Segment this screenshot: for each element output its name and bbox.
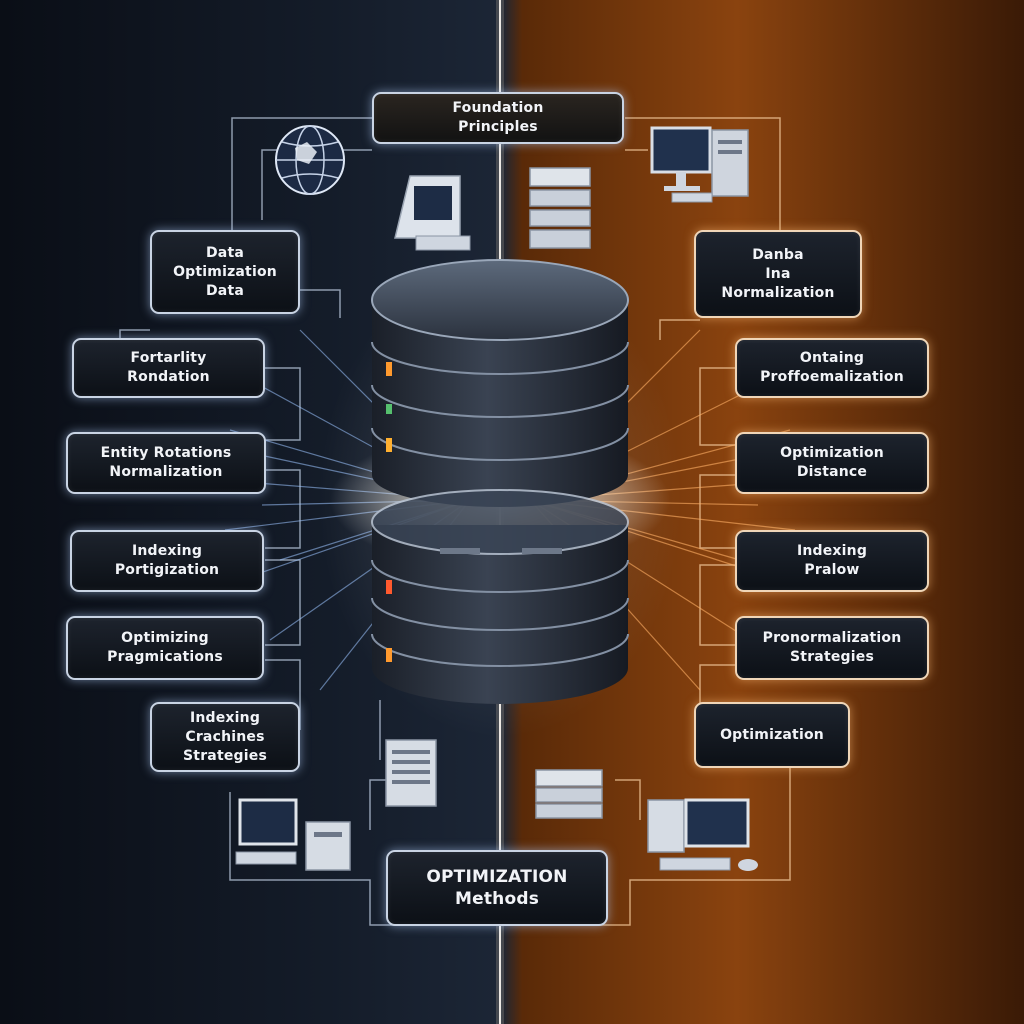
box-line: Principles [458, 119, 538, 135]
box-line: Pragmications [107, 649, 223, 665]
database-cylinder-icon [330, 259, 670, 704]
box-line: Methods [454, 889, 540, 909]
right-box-indexing: Indexing Pralow [735, 530, 929, 592]
box-line: Indexing [796, 543, 868, 559]
box-line: Indexing [189, 709, 261, 726]
right-box-danba: Danba Ina Normalization [694, 230, 862, 318]
box-line: Ontaing [799, 350, 865, 366]
server-stack-icon [529, 167, 591, 249]
left-box-data-optimization: Data Optimization Data [150, 230, 300, 314]
box-line: Normalization [109, 464, 223, 480]
computer-icon [647, 798, 758, 871]
box-line: Data [205, 244, 244, 261]
left-box-caching-strategies: Indexing Crachines Strategies [150, 702, 300, 772]
box-line: Data [205, 282, 244, 299]
box-line: Optimization [780, 445, 884, 461]
server-stack-icon [535, 769, 603, 819]
right-box-ontaing: Ontaing Proffoemalization [735, 338, 929, 398]
box-line: Pronormalization [762, 630, 902, 646]
tower-server-icon [385, 739, 437, 807]
box-line: Foundation [452, 100, 544, 116]
computer-icon [235, 798, 351, 871]
box-line: Fortarlity [130, 350, 207, 366]
box-line: Ina [765, 265, 791, 282]
box-line: Crachines [185, 728, 265, 745]
box-line: Portigization [114, 562, 220, 578]
right-box-optimization-distance: Optimization Distance [735, 432, 929, 494]
foundation-principles-box: Foundation Principles [372, 92, 624, 144]
box-line: Optimizing [121, 630, 209, 646]
box-line: Proffoemalization [760, 369, 904, 385]
computer-icon [394, 175, 471, 251]
optimization-methods-box: OPTIMIZATION Methods [386, 850, 608, 926]
box-line: Entity Rotations [100, 445, 232, 461]
box-line: Strategies [790, 649, 874, 665]
box-line: Pralow [804, 562, 860, 578]
box-line: Danba [752, 246, 804, 263]
box-line: Optimization [720, 726, 824, 743]
left-box-optimizing: Optimizing Pragmications [66, 616, 264, 680]
left-box-indexing: Indexing Portigization [70, 530, 264, 592]
box-line: Rondation [127, 369, 210, 385]
box-line: Optimization [173, 263, 277, 280]
right-box-optimization: Optimization [694, 702, 850, 768]
box-line: OPTIMIZATION [426, 867, 568, 887]
box-line: Indexing [131, 543, 203, 559]
computer-icon [650, 126, 749, 203]
box-line: Distance [796, 464, 868, 480]
box-line: Strategies [183, 747, 267, 764]
box-line: Normalization [721, 284, 835, 301]
left-box-entity-rotations: Entity Rotations Normalization [66, 432, 266, 494]
right-box-pronormalization: Pronormalization Strategies [735, 616, 929, 680]
left-box-fortarlity: Fortarlity Rondation [72, 338, 265, 398]
globe-icon [275, 125, 345, 195]
